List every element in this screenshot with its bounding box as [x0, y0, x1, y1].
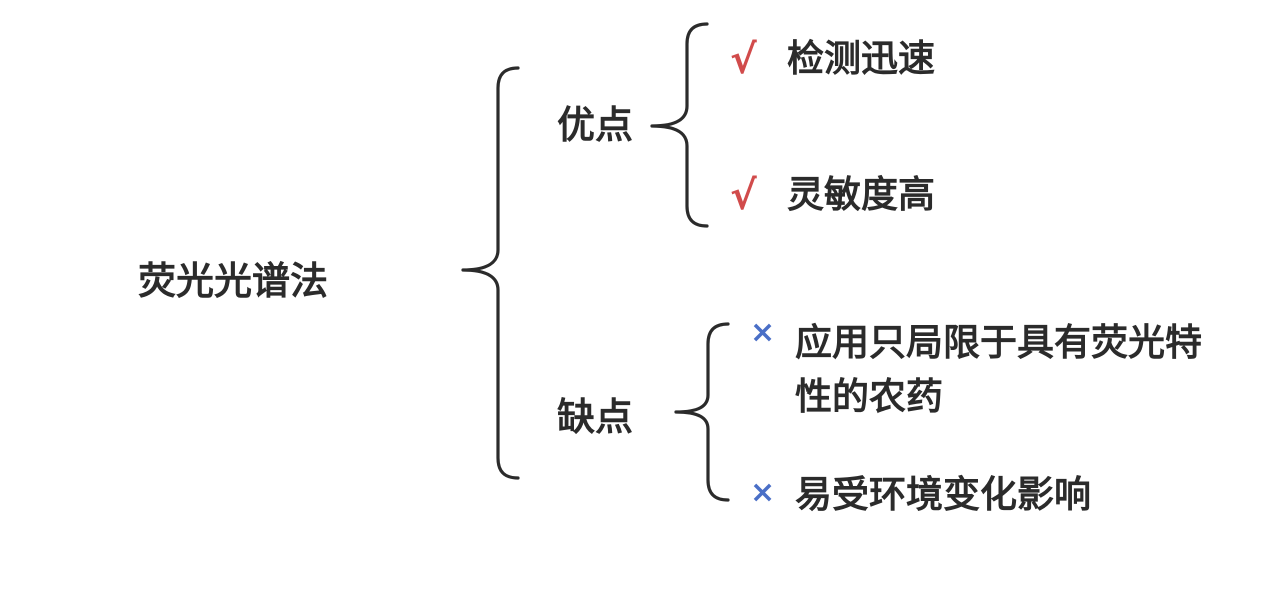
pros-item-1: 检测迅速 [787, 37, 935, 80]
cross-mark-icon: × [750, 315, 776, 350]
root-brace [461, 66, 520, 480]
cons-item-1: 应用只局限于具有荧光特性的农药 [795, 321, 1202, 418]
check-mark-icon: √ [730, 37, 757, 83]
root-label: 荧光光谱法 [138, 259, 329, 303]
check-mark-icon: √ [730, 173, 757, 219]
cons-item-2: 易受环境变化影响 [795, 473, 1091, 516]
cross-mark-icon: × [750, 475, 776, 510]
pros-brace [650, 22, 709, 228]
branch-label-cons: 缺点 [557, 395, 634, 439]
pros-item-2: 灵敏度高 [787, 173, 935, 216]
cons-brace [674, 322, 730, 502]
branch-label-pros: 优点 [557, 103, 634, 147]
